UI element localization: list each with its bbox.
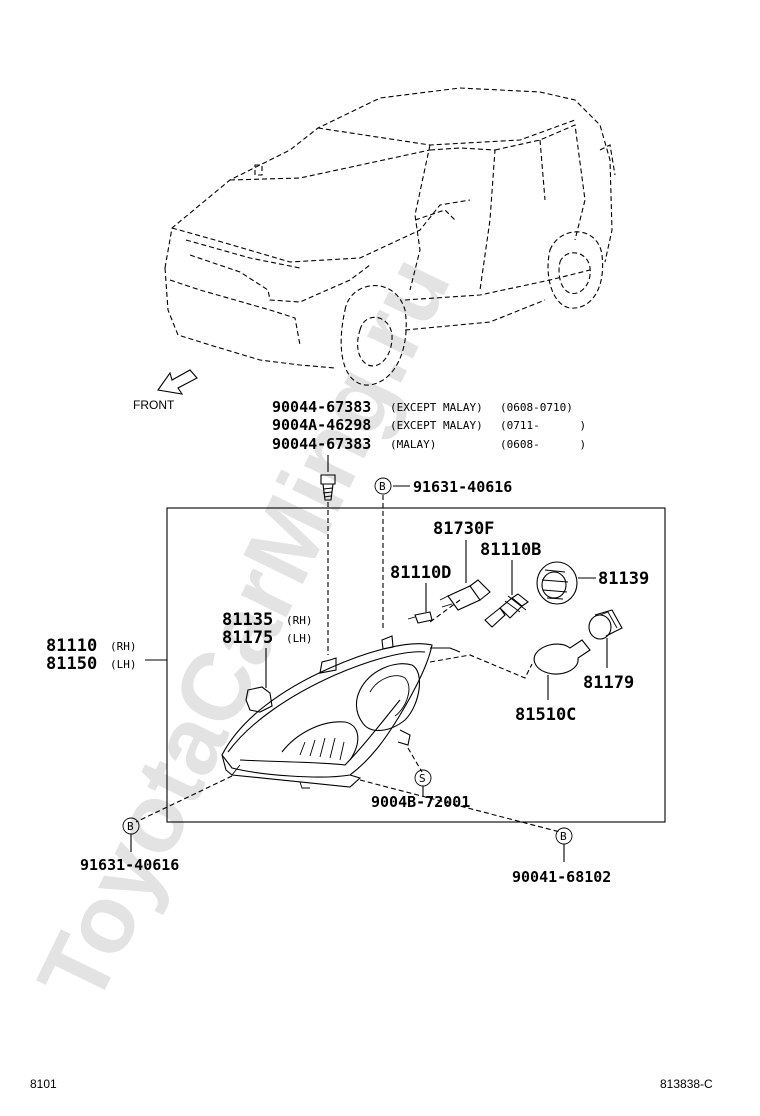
svg-text:81150: 81150 [46, 654, 97, 674]
svg-text:90044-67383: 90044-67383 [272, 398, 371, 416]
svg-text:B: B [127, 820, 134, 833]
headlamp-assembly-box [166, 507, 666, 823]
svg-text:(0608-0710): (0608-0710) [500, 401, 573, 414]
vehicle-outline [164, 87, 616, 386]
svg-text:(MALAY): (MALAY) [390, 438, 436, 451]
svg-text:81179: 81179 [583, 673, 634, 693]
bulb-dash-line [429, 599, 461, 623]
svg-text:81510C: 81510C [515, 705, 576, 725]
footer-right-code: 813838-C [660, 1077, 713, 1091]
turn-socket-icon [588, 609, 623, 640]
svg-text:(0608- ): (0608- ) [500, 438, 586, 451]
svg-text:B: B [379, 480, 386, 493]
svg-text:81135: 81135 [222, 610, 273, 630]
svg-text:91631-40616: 91631-40616 [80, 856, 179, 874]
svg-text:81730F: 81730F [433, 519, 494, 539]
dust-cover-callout: 81139 [578, 569, 649, 589]
svg-text:(LH): (LH) [110, 658, 137, 671]
clip-top-callout: B 91631-40616 [374, 477, 512, 630]
svg-text:91631-40616: 91631-40616 [413, 478, 512, 496]
front-arrow-icon [157, 369, 198, 395]
bolt-callout: S 9004B-72001 [371, 747, 470, 811]
svg-text:90041-68102: 90041-68102 [512, 868, 611, 886]
screw-label-2: 9004A-46298 (EXCEPT MALAY) (0711- ) [272, 416, 586, 434]
socket-callout: 81730F [433, 519, 494, 583]
svg-text:81110B: 81110B [480, 540, 541, 560]
svg-text:81175: 81175 [222, 628, 273, 648]
svg-text:(EXCEPT MALAY): (EXCEPT MALAY) [390, 401, 483, 414]
footer-left-code: 8101 [30, 1077, 57, 1091]
svg-text:81110: 81110 [46, 636, 97, 656]
svg-text:(0711- ): (0711- ) [500, 419, 586, 432]
svg-text:(RH): (RH) [110, 640, 137, 653]
main-bulb-callout: 81110B [480, 540, 541, 595]
turn-bulb-dash-line [429, 654, 533, 679]
svg-text:(RH): (RH) [286, 614, 313, 627]
clip-left-callout: B 91631-40616 [80, 775, 233, 874]
headlamp-unit [221, 635, 461, 789]
svg-text:81110D: 81110D [390, 563, 451, 583]
svg-text:9004B-72001: 9004B-72001 [371, 793, 470, 811]
small-bulb-callout: 81110D [390, 563, 451, 612]
turn-socket-callout: 81179 [583, 638, 634, 693]
svg-text:90044-67383: 90044-67383 [272, 435, 371, 453]
screw-label-1: 90044-67383 (EXCEPT MALAY) (0608-0710) [272, 398, 573, 416]
front-label: FRONT [133, 398, 175, 412]
socket-icon [439, 579, 491, 611]
svg-text:S: S [419, 772, 426, 785]
svg-text:B: B [560, 830, 567, 843]
screw-icon [320, 474, 336, 501]
svg-text:(EXCEPT MALAY): (EXCEPT MALAY) [390, 419, 483, 432]
svg-text:9004A-46298: 9004A-46298 [272, 416, 371, 434]
adjuster-label: 81135 (RH) 81175 (LH) [222, 610, 313, 688]
dust-cover-icon [536, 561, 578, 605]
headlamp-label: 81110 (RH) 81150 (LH) [46, 636, 167, 674]
svg-text:81139: 81139 [598, 569, 649, 589]
nut-right-callout: B 90041-68102 [359, 779, 611, 886]
main-bulb-icon [484, 593, 529, 628]
turn-bulb-icon [533, 639, 591, 675]
turn-bulb-callout: 81510C [515, 675, 576, 725]
svg-text:(LH): (LH) [286, 632, 313, 645]
screw-label-3: 90044-67383 (MALAY) (0608- ) [272, 435, 586, 453]
small-bulb-icon [407, 611, 433, 624]
